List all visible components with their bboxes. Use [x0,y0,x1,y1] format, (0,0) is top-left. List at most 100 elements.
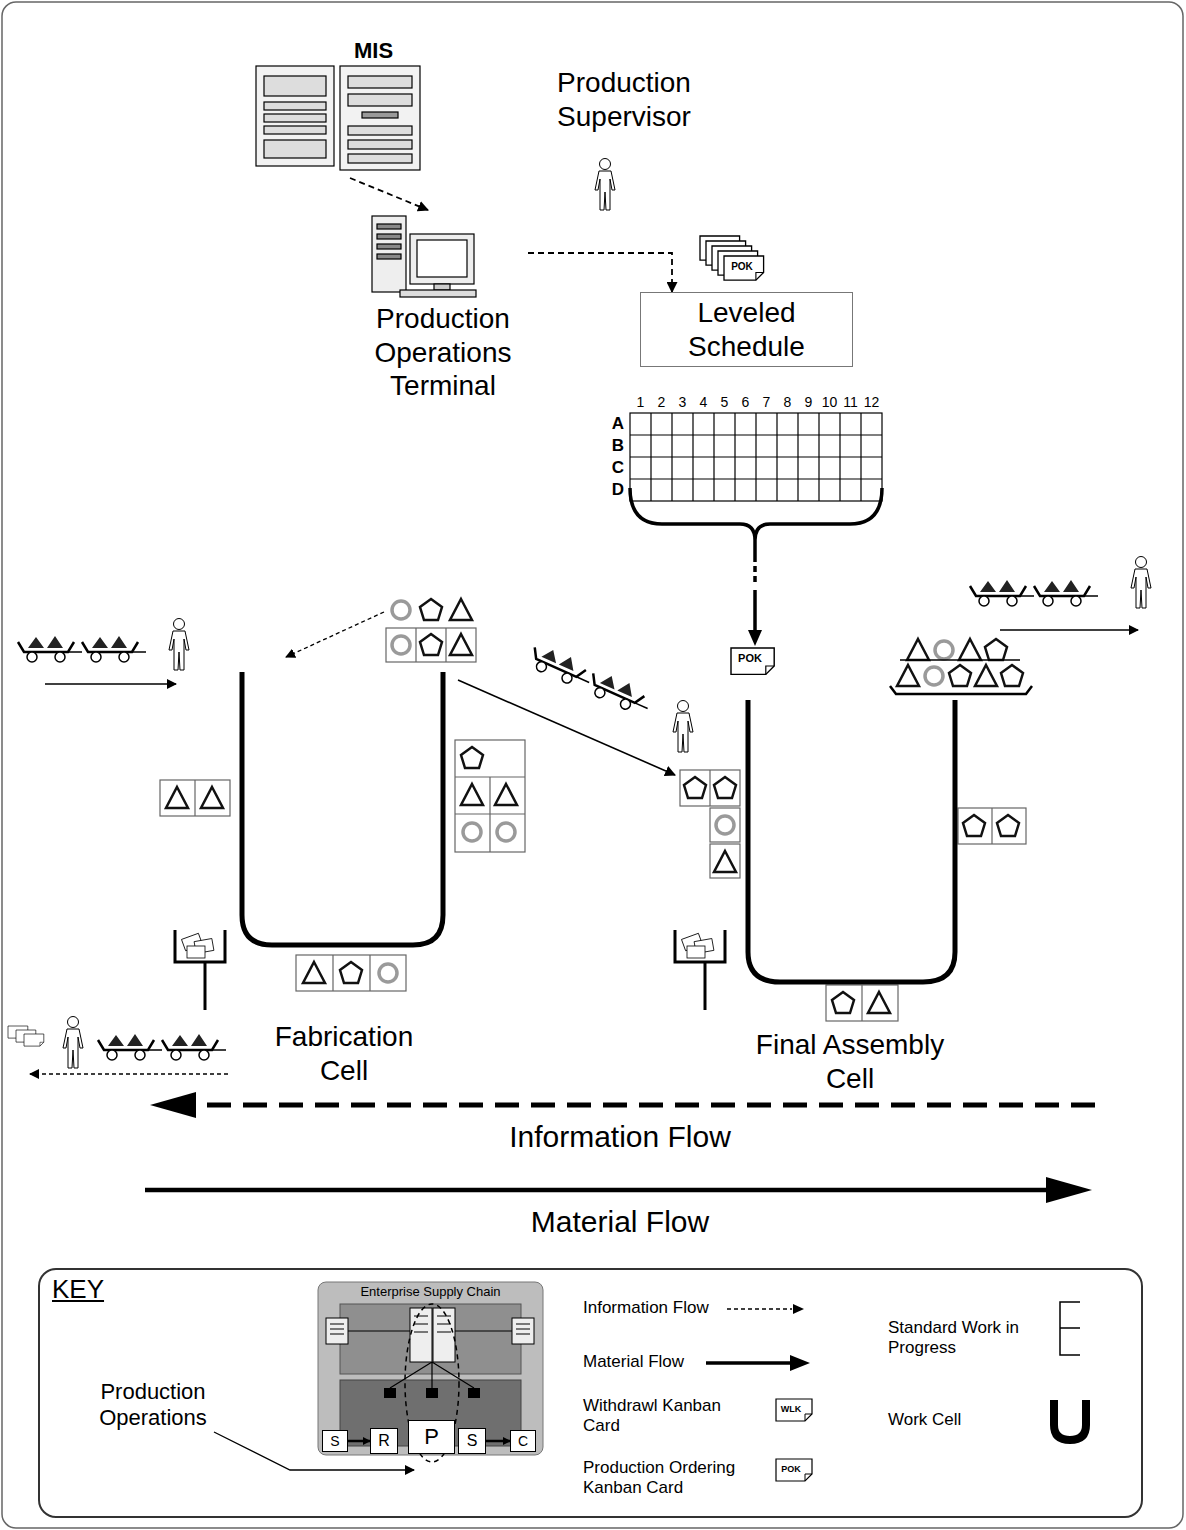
column-number: 11 [843,394,858,411]
leader-line [214,1432,414,1470]
card-code: POK [731,261,753,273]
legend-item: Material Flow [583,1352,684,1372]
node-text: Production Supervisor [549,66,699,133]
replenish-arrow [286,612,384,657]
supervisor-figure [595,159,615,211]
material-handler [1131,557,1151,609]
supply-chain-picture [405,1304,459,1462]
finished-goods [975,665,997,686]
work-cell-outline [242,672,443,945]
server-node: MIS [250,38,425,178]
heijunka-box [630,413,882,501]
material-handler [527,642,655,718]
legend-item: Production Ordering Kanban Card [583,1458,763,1499]
material-handler [1000,629,1138,631]
node-text: S [330,1433,339,1450]
material-handler [970,557,1151,631]
material-handler [673,701,693,753]
column-number: 10 [822,394,838,411]
fabrication-buffers [455,740,525,852]
assembly-buffers [958,808,1026,844]
fabrication-parts [340,962,362,983]
assembly-buffers [861,985,862,1021]
fabrication-buffers [194,780,195,816]
column-number: 9 [805,394,813,411]
fabrication-parts [497,823,515,841]
server-icon [348,126,412,135]
kanban-post [675,930,725,1010]
assembly-parts [714,777,736,798]
column-number: 8 [784,394,792,411]
legend-item: Work Cell [888,1410,961,1430]
kanban-collector [30,1073,228,1074]
production-kanban-card [731,648,774,674]
server-icon [264,114,326,122]
fabrication-parts [495,784,517,805]
finished-goods [985,639,1007,660]
kanban-collector [98,1034,226,1060]
column-number: 6 [742,394,750,411]
finished-goods [890,686,1032,694]
fabrication-buffers [416,628,446,662]
supply-chain-picture [512,1318,534,1344]
supply-chain-picture [384,1388,396,1398]
assembly-buffers [680,770,1026,1021]
schedule-funnel [630,488,882,646]
column-number: 5 [721,394,729,411]
information-flow-arrow [150,1092,1095,1118]
role-node: Production Supervisor [549,66,699,133]
callout-label: Production Operations [88,1379,218,1432]
finished-goods [949,665,971,686]
key-panel: KEYEnterprise Supply ChainSRPSC [38,1268,1143,1518]
computer-icon [372,216,406,292]
legend-samples [776,1399,812,1421]
material-handler [18,619,189,685]
work-cell-outline [230,665,458,957]
work-cell-outline [748,700,955,982]
fabrication-buffers [386,628,476,662]
fabrication-buffers [160,628,525,991]
fabrication-parts [450,634,472,655]
legend-text: Standard Work in Progress [888,1318,1019,1357]
server-icon [256,66,420,170]
legend-item: Standard Work in Progress [888,1318,1048,1359]
column-number: 2 [658,394,666,411]
work-cell: Fabrication Cell [230,665,458,1095]
assembly-buffers [991,808,992,844]
schedule-funnel [753,566,757,586]
node-text: S [467,1431,478,1450]
legend-text: Information Flow [583,1298,709,1317]
fabrication-parts [463,823,481,841]
computer-icon [417,240,467,277]
kanban-collector [24,1034,44,1046]
supply-chain-picture [340,1380,521,1446]
fabrication-parts [166,787,188,808]
legend-samples [793,1304,804,1314]
flow-connector [348,1440,370,1443]
kanban-collector [63,1017,83,1069]
work-cell: Final Assembly Cell [675,695,1025,1095]
legend-item: Withdrawl Kanban Card [583,1396,743,1437]
fabrication-parts [392,601,410,619]
schedule-funnel [748,630,762,646]
finished-goods [900,659,1020,661]
computer-icon [400,290,476,297]
assembly-buffers [826,985,898,1021]
legend-samples [776,1459,812,1481]
server-icon [264,126,326,134]
legend-text: Work Cell [888,1410,961,1429]
terminal-node: Production Operations Terminal [358,210,528,403]
material-handler [169,619,189,671]
schedule-box: Leveled Schedule [640,292,853,367]
column-number: 7 [763,394,771,411]
row-letter: D [612,480,624,500]
finished-goods [1001,665,1023,686]
fabrication-buffers [160,780,230,816]
supply-chain-picture [318,1282,543,1462]
material-handler [970,580,1098,606]
computer-icon [372,216,476,297]
